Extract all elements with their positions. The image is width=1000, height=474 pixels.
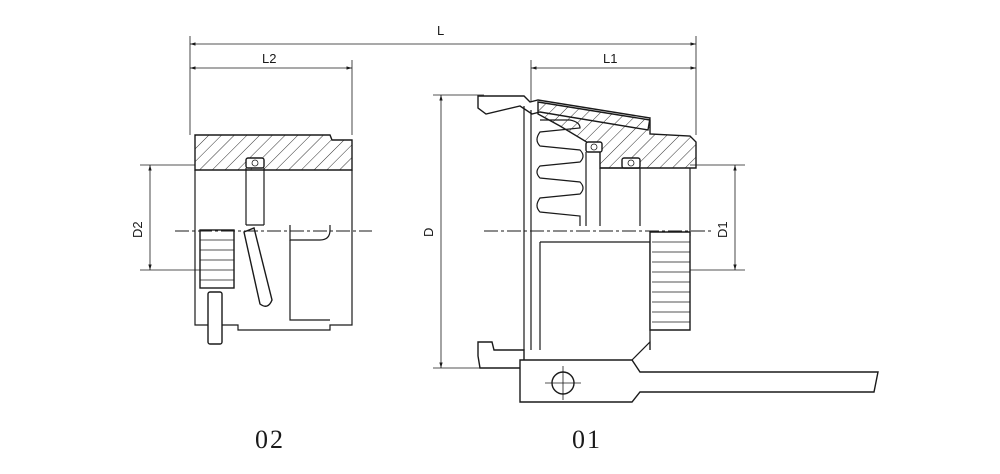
dimension-l2	[190, 60, 353, 135]
dimension-l1	[530, 60, 696, 105]
part-02-drawing	[175, 134, 372, 345]
dimension-d	[433, 94, 484, 369]
dimension-l	[189, 36, 697, 135]
label-d1: D1	[715, 221, 730, 238]
label-l2: L2	[262, 51, 276, 66]
label-l1: L1	[603, 51, 617, 66]
part-01-label: 01	[572, 425, 602, 454]
label-d2: D2	[130, 221, 145, 238]
part-02-label: 02	[255, 425, 285, 454]
part-01-drawing	[477, 95, 879, 403]
label-d: D	[421, 228, 436, 237]
label-l: L	[437, 23, 444, 38]
dimension-d2	[140, 164, 200, 271]
dimension-d1	[690, 164, 745, 271]
